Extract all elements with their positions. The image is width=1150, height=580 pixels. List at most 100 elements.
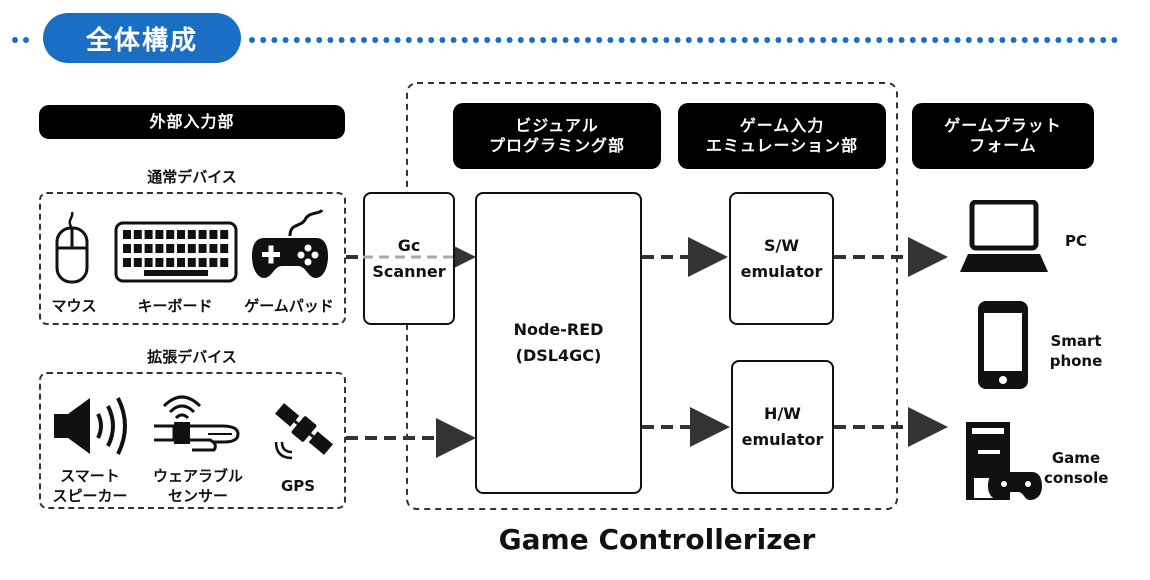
keyboard-key — [144, 230, 153, 239]
keyboard-key — [198, 258, 207, 267]
sw-emulator-line: S/W — [763, 235, 799, 255]
title-dot — [372, 37, 379, 43]
title-dot — [887, 37, 894, 43]
title-dot — [820, 37, 827, 43]
title-dot — [551, 37, 558, 43]
keyboard-key — [123, 244, 131, 253]
normal-devices-label: 通常デバイス — [147, 168, 237, 186]
title-dot — [753, 37, 759, 43]
title-dot — [898, 37, 905, 43]
keyboard-key — [177, 244, 185, 253]
title-dot — [607, 37, 614, 43]
game-console-icon — [966, 422, 1042, 500]
title-dot — [730, 37, 737, 43]
gc-scanner-line: Scanner — [372, 261, 446, 281]
title-dot — [573, 37, 580, 43]
normal-devices-group — [39, 192, 346, 325]
game-console-label-line: Game — [1051, 449, 1101, 467]
title-dot — [517, 37, 524, 43]
keyboard-key — [187, 230, 196, 239]
section-header-line: ゲーム入力 — [739, 116, 825, 135]
title-dot — [674, 37, 681, 43]
title-dot — [305, 37, 311, 43]
title-dot — [775, 37, 782, 43]
section-header-external-input-text: 外部入力部 — [149, 112, 235, 131]
title-dot — [685, 37, 692, 43]
title-dot — [652, 37, 659, 43]
keyboard-key — [133, 258, 142, 267]
keyboard-key — [123, 258, 131, 267]
smart-speaker-label-line: スピーカー — [52, 487, 128, 505]
title-dot — [977, 37, 983, 43]
gps-label: GPS — [280, 477, 316, 495]
keyboard-key — [155, 244, 164, 253]
section-header-game-platform: ゲームプラット フォーム — [912, 103, 1094, 169]
title-dot — [988, 37, 995, 43]
keyboard-label: キーボード — [137, 297, 213, 315]
title-dot — [831, 37, 838, 43]
title-dot — [260, 37, 267, 43]
extended-devices-group — [39, 372, 346, 509]
keyboard-key — [123, 230, 131, 239]
hw-emulator-line: emulator — [741, 430, 824, 449]
section-header-visual-programming: ビジュアル プログラミング部 — [453, 103, 661, 169]
title-dot — [596, 37, 603, 43]
title-dot — [641, 37, 647, 43]
wearable-sensor-label: ウェアラブル センサー — [142, 466, 254, 506]
keyboard-key — [220, 230, 229, 239]
title-dot — [394, 37, 401, 43]
wearable-sensor-label-line: センサー — [167, 487, 228, 505]
title-dot — [417, 37, 423, 43]
title-dot — [361, 37, 367, 43]
keyboard-key — [187, 258, 196, 267]
title-dot — [529, 37, 535, 43]
section-header-game-input-emulation: ゲーム入力 エミュレーション部 — [678, 103, 886, 169]
title-dot — [484, 37, 491, 43]
title-dot — [293, 37, 300, 43]
smart-speaker-label: スマート スピーカー — [40, 466, 140, 506]
title-dot — [1033, 37, 1039, 43]
wearable-icon — [154, 395, 240, 452]
title-dot — [865, 37, 871, 43]
title-dot — [249, 37, 255, 43]
title-dot — [282, 37, 289, 43]
title-dot — [697, 37, 703, 43]
keyboard-key — [209, 258, 218, 267]
scanner-passthrough-line — [363, 255, 455, 259]
title-dot — [428, 37, 435, 43]
title-dot — [405, 37, 412, 43]
title-dot — [495, 37, 502, 43]
title-dot — [954, 37, 961, 43]
keyboard-key — [220, 258, 229, 267]
title-dot — [450, 37, 457, 43]
hw-emulator-line: H/W — [764, 404, 801, 423]
title-dot — [1100, 37, 1107, 43]
title-dot — [764, 37, 771, 43]
mouse-label: マウス — [51, 297, 97, 315]
title-dot — [1111, 37, 1118, 43]
keyboard-key — [187, 244, 196, 253]
gc-scanner-block: Gc Scanner — [363, 192, 455, 325]
title-dot — [506, 37, 513, 43]
wearable-sensor-label-line: ウェアラブル — [152, 467, 243, 485]
keyboard-key — [209, 230, 218, 239]
keyboard-key — [220, 244, 229, 253]
keyboard-icon — [114, 221, 238, 283]
smartphone-label: Smart phone — [1044, 331, 1108, 371]
section-header-external-input: 外部入力部 — [39, 105, 345, 139]
title-dot — [943, 37, 950, 43]
sw-emulator-line: emulator — [740, 261, 823, 281]
title-dot — [932, 37, 939, 43]
title-dot — [797, 37, 804, 43]
keyboard-key — [166, 244, 175, 253]
node-red-block: Node-RED (DSL4GC) — [475, 192, 642, 494]
title-dot — [809, 37, 815, 43]
keyboard-key — [144, 244, 153, 253]
title-dot — [439, 37, 446, 43]
node-red-line: Node-RED — [513, 320, 604, 339]
title-dot — [316, 37, 323, 43]
smart-speaker-label-line: スマート — [60, 467, 120, 485]
hw-emulator-block: H/W emulator — [731, 360, 834, 494]
title-dot — [786, 37, 793, 43]
smartphone-label-line: Smart — [1050, 332, 1102, 350]
